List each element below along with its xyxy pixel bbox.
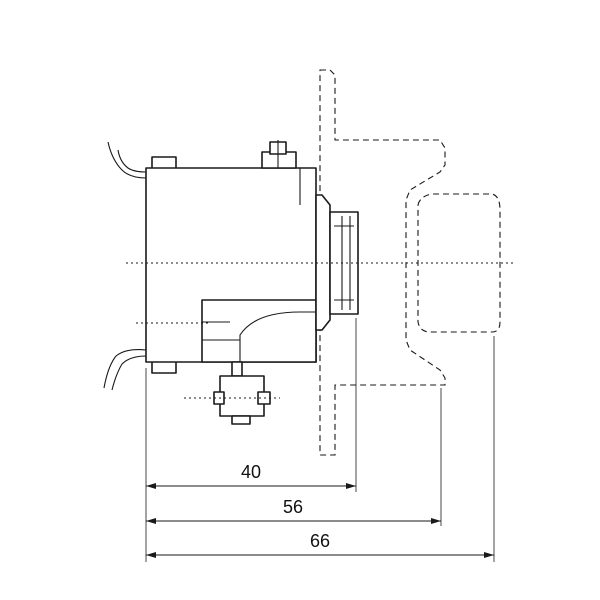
extension-lines	[145, 318, 495, 562]
dimension-40: 40	[146, 462, 356, 489]
upper-wire	[107, 141, 147, 179]
lower-wire-inner	[111, 355, 147, 391]
lower-wire	[103, 349, 147, 389]
dimension-56: 56	[146, 497, 441, 524]
mounting-rail-outline	[319, 69, 501, 456]
dimension-66: 66	[146, 531, 494, 558]
mounting-flange	[315, 194, 331, 331]
dimension-66-label: 66	[310, 531, 330, 551]
upper-wire-inner	[117, 149, 147, 173]
device-body	[145, 167, 317, 363]
threaded-hub	[329, 211, 359, 315]
dimension-56-label: 56	[283, 497, 303, 517]
dimension-40-label: 40	[241, 462, 261, 482]
top-screw-terminal	[261, 140, 297, 169]
bottom-screw-terminal	[184, 361, 280, 425]
